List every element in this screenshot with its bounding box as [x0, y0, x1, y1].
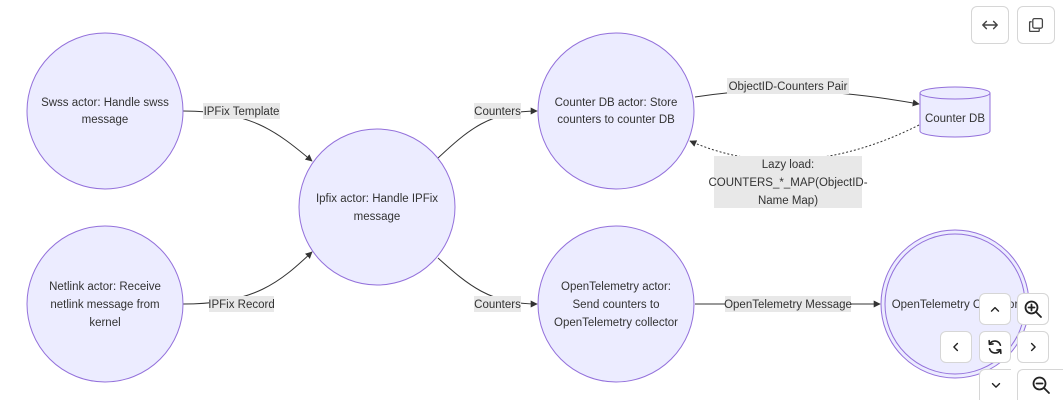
node-counterdb-actor-line-1: Counter DB actor: Store [555, 97, 678, 109]
node-opentelemetry-actor: OpenTelemetry actor: Send counters to Op… [537, 225, 695, 383]
edge-label-ipfix-record: IPFix Record [208, 299, 274, 311]
edge-counter-db-lazy-load: Lazy load: COUNTERS_*_MAP(ObjectID- Name… [689, 124, 920, 208]
node-counterdb-actor-line-2: counters to counter DB [557, 114, 675, 126]
node-ipfix-actor: Ipfix actor: Handle IPFix message [298, 128, 456, 286]
node-swss-actor-line-2: message [82, 114, 129, 126]
node-netlink-actor-line-2: netlink message from [50, 299, 159, 311]
node-opentelemetry-actor-line-1: OpenTelemetry actor: [561, 281, 671, 293]
node-swss-actor-line-1: Swss actor: Handle swss [41, 97, 169, 109]
pan-up-button[interactable] [979, 293, 1011, 325]
edge-ipfix-to-otel-actor: Counters [437, 257, 538, 312]
edge-label-counters-bottom: Counters [474, 299, 521, 311]
chevron-up-icon [990, 306, 1000, 312]
pan-left-button[interactable] [940, 331, 972, 363]
node-counter-db-label: Counter DB [925, 113, 985, 125]
node-netlink-actor-line-3: kernel [89, 317, 120, 329]
node-ipfix-actor-line-2: message [354, 211, 401, 223]
expand-width-icon [982, 20, 998, 30]
reset-view-button[interactable] [979, 331, 1011, 363]
expand-width-button[interactable] [971, 6, 1009, 44]
edge-netlink-to-ipfix: IPFix Record [182, 251, 313, 312]
chevron-down-icon [991, 382, 1000, 388]
edge-label-lazy-load-line-3: Name Map) [758, 195, 818, 207]
node-opentelemetry-actor-line-3: OpenTelemetry collector [554, 317, 678, 329]
zoom-in-button[interactable] [1017, 293, 1049, 325]
edge-label-lazy-load-line-2: COUNTERS_*_MAP(ObjectID- [708, 177, 867, 189]
pan-right-button[interactable] [1017, 331, 1049, 363]
node-counterdb-actor: Counter DB actor: Store counters to coun… [537, 32, 695, 190]
node-ipfix-actor-line-1: Ipfix actor: Handle IPFix [316, 193, 438, 205]
zoom-in-icon [1024, 300, 1042, 318]
zoom-out-button[interactable] [1017, 369, 1063, 400]
pan-down-button[interactable] [979, 369, 1011, 400]
zoom-out-icon [1032, 376, 1050, 394]
node-netlink-actor-line-1: Netlink actor: Receive [49, 281, 161, 293]
edge-label-counters-top: Counters [474, 106, 521, 118]
chevron-left-icon [953, 342, 959, 352]
edge-otel-actor-to-collector: OpenTelemetry Message [695, 296, 881, 312]
edge-label-objectid-counters-pair: ObjectID-Counters Pair [729, 81, 848, 93]
chevron-right-icon [1030, 342, 1036, 352]
node-netlink-actor: Netlink actor: Receive netlink message f… [26, 225, 184, 383]
node-swss-actor: Swss actor: Handle swss message [26, 32, 184, 190]
edge-counterdb-actor-to-counter-db: ObjectID-Counters Pair [694, 78, 920, 107]
node-counter-db: Counter DB [919, 86, 991, 138]
edge-label-ipfix-template: IPFix Template [204, 106, 280, 118]
copy-icon [1028, 17, 1044, 33]
edge-label-lazy-load-line-1: Lazy load: [762, 159, 814, 171]
reset-icon [988, 339, 1002, 355]
edge-label-opentelemetry-message: OpenTelemetry Message [724, 299, 852, 311]
edge-swss-to-ipfix: IPFix Template [182, 103, 313, 162]
node-opentelemetry-actor-line-2: Send counters to [573, 299, 660, 311]
copy-button[interactable] [1017, 6, 1055, 44]
edge-ipfix-to-counterdb-actor: Counters [437, 103, 538, 159]
